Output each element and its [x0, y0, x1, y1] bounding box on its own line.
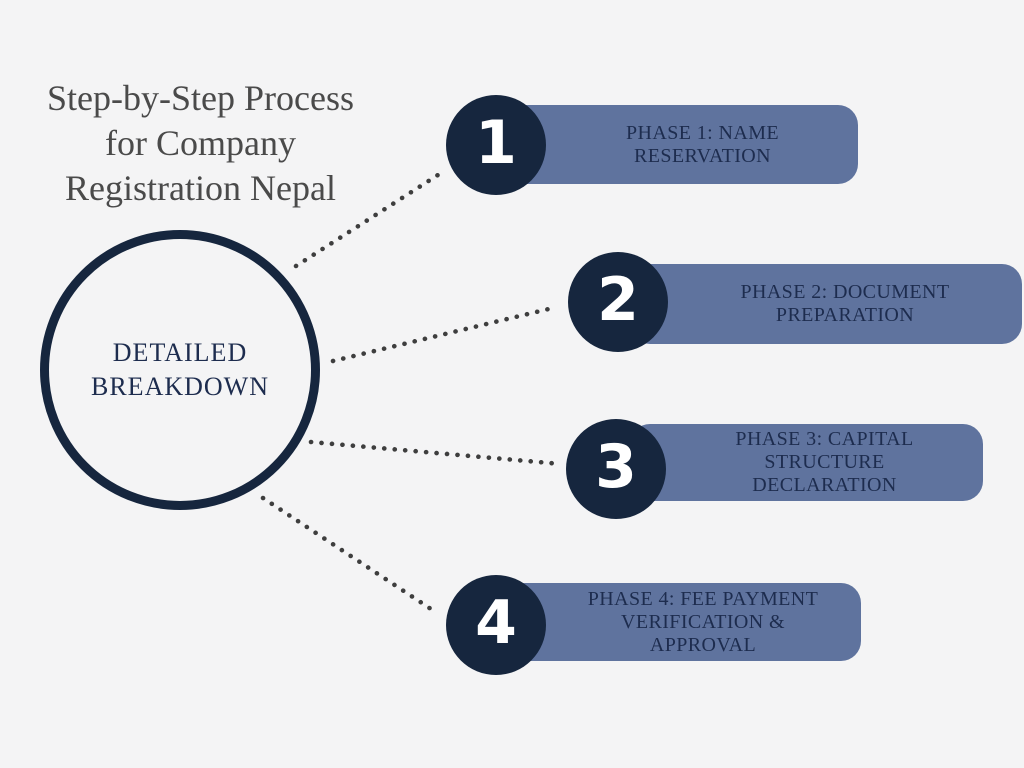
phase-4-pill: PHASE 4: FEE PAYMENT VERIFICATION & APPR…: [505, 583, 861, 661]
phase-3-pill: PHASE 3: CAPITAL STRUCTURE DECLARATION: [630, 424, 983, 501]
phase-1-number: 1: [475, 108, 517, 178]
phase-4-label: PHASE 4: FEE PAYMENT VERIFICATION & APPR…: [587, 587, 819, 656]
phase-2-number: 2: [597, 265, 639, 335]
phase-3-number-badge: 3: [566, 419, 666, 519]
phase-4-number-badge: 4: [446, 575, 546, 675]
detailed-breakdown-circle: DETAILED BREAKDOWN: [40, 230, 320, 510]
phase-2-pill: PHASE 2: DOCUMENT PREPARATION: [630, 264, 1022, 344]
phase-3-label: PHASE 3: CAPITAL STRUCTURE DECLARATION: [735, 428, 914, 496]
connector-line-1: [293, 170, 444, 269]
phase-4-number: 4: [475, 588, 517, 658]
phase-3-number: 3: [595, 432, 637, 502]
phase-1-label: PHASE 1: NAME RESERVATION: [626, 121, 779, 167]
connector-line-2: [330, 304, 560, 364]
phase-2-label: PHASE 2: DOCUMENT PREPARATION: [740, 281, 950, 326]
connector-line-4: [260, 495, 440, 616]
page-title: Step-by-Step Process for Company Registr…: [47, 78, 354, 208]
detailed-breakdown-label: DETAILED BREAKDOWN: [91, 338, 269, 401]
connector-line-3: [308, 439, 564, 467]
phase-2-number-badge: 2: [568, 252, 668, 352]
phase-1-number-badge: 1: [446, 95, 546, 195]
phase-1-pill: PHASE 1: NAME RESERVATION: [505, 105, 858, 184]
